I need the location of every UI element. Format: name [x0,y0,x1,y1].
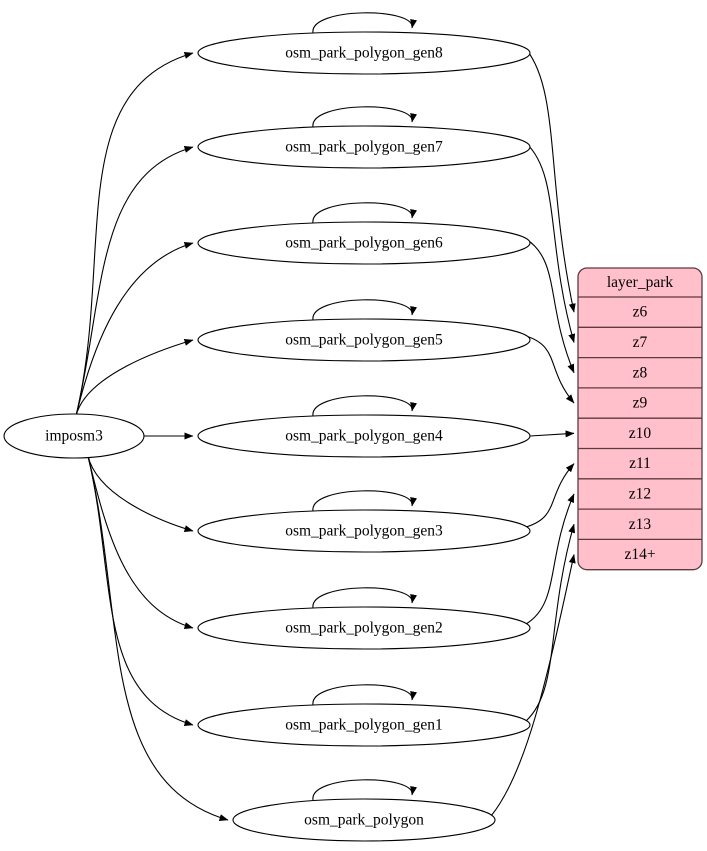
edge-imposm3-to-gen5 [75,339,194,417]
table-row-z12[interactable]: z12 [629,486,651,503]
table-row-z6[interactable]: z6 [633,304,648,321]
self-loop-gen7 [312,106,417,128]
edge-gen1-to-z13 [525,523,576,722]
gen7-ellipse[interactable] [197,125,531,169]
table-row-z9[interactable]: z9 [633,395,648,412]
edges-from-imposm3 [75,52,229,821]
gen4-label: osm_park_polygon_gen4 [285,428,443,445]
gen1-label: osm_park_polygon_gen1 [285,717,443,734]
gen8-label: osm_park_polygon_gen8 [285,45,443,62]
edge-imposm3-to-gen2 [87,455,194,629]
gen7-label: osm_park_polygon_gen7 [285,139,443,156]
gen3-ellipse[interactable] [197,509,531,553]
node-gen8[interactable]: osm_park_polygon_gen8 [197,31,531,75]
self-loop-gen5 [312,299,417,321]
node-gen5[interactable]: osm_park_polygon_gen5 [197,318,531,362]
gen8-ellipse[interactable] [197,31,531,75]
node-gen3[interactable]: osm_park_polygon_gen3 [197,509,531,553]
edge-imposm3-to-gen7 [75,146,194,417]
table-row-z10[interactable]: z10 [629,425,652,442]
node-gen1[interactable]: osm_park_polygon_gen1 [197,703,531,747]
gen2-ellipse[interactable] [197,606,531,650]
table-row-z11[interactable]: z11 [629,455,651,472]
base-ellipse[interactable] [232,798,496,842]
gen3-label: osm_park_polygon_gen3 [285,523,443,540]
edge-gen7-to-z7 [525,142,576,343]
edge-gen6-to-z8 [525,238,575,374]
table-row-z8[interactable]: z8 [633,364,648,381]
node-gen2[interactable]: osm_park_polygon_gen2 [197,606,531,650]
layer-park-table[interactable]: layer_park z6 z7 z8 z9 z10 z11 z12 z13 z14+ [577,267,703,571]
self-loop-gen6 [312,202,417,224]
edge-gen2-to-z12 [525,493,575,625]
polygon-nodes: osm_park_polygon_gen8 osm_park_polygon_ge… [197,31,531,842]
node-imposm3[interactable]: imposm3 [3,413,145,459]
gen6-label: osm_park_polygon_gen6 [285,235,443,252]
self-loop-gen4 [312,395,417,417]
self-loop-gen1 [312,684,417,706]
gen5-ellipse[interactable] [197,318,531,362]
edges-to-layer-park [490,48,576,817]
gen2-label: osm_park_polygon_gen2 [285,620,443,637]
edge-gen8-to-z6 [525,48,576,313]
imposm3-label: imposm3 [45,428,103,445]
gen6-ellipse[interactable] [197,221,531,265]
self-loop-gen3 [312,490,417,512]
table-row-z14+[interactable]: z14+ [624,546,655,563]
edge-imposm3-to-gen1 [87,455,194,726]
edge-gen5-to-z9 [525,335,575,404]
edge-imposm3-to-gen8 [75,52,194,417]
edge-gen4-to-z10 [529,430,575,438]
self-loop-gen2 [312,587,417,609]
edge-gen3-to-z11 [525,463,575,528]
edge-imposm3-to-base [87,455,229,821]
gen1-ellipse[interactable] [197,703,531,747]
self-loop-base [312,779,417,801]
table-row-z7[interactable]: z7 [633,334,648,351]
edge-base-to-z14+ [490,554,576,817]
node-gen4[interactable]: osm_park_polygon_gen4 [197,414,531,458]
table-header-label: layer_park [607,274,674,291]
imposm3-ellipse[interactable] [3,413,145,459]
node-gen7[interactable]: osm_park_polygon_gen7 [197,125,531,169]
self-loop-gen8 [312,12,417,34]
table-row-z13[interactable]: z13 [629,516,652,533]
gen4-ellipse[interactable] [197,414,531,458]
gen5-label: osm_park_polygon_gen5 [285,332,443,349]
self-loop-edges [312,12,417,801]
edge-imposm3-to-gen3 [87,455,194,532]
node-gen6[interactable]: osm_park_polygon_gen6 [197,221,531,265]
edge-imposm3-to-gen6 [75,242,194,417]
node-base[interactable]: osm_park_polygon [232,798,496,842]
base-label: osm_park_polygon [304,812,424,829]
